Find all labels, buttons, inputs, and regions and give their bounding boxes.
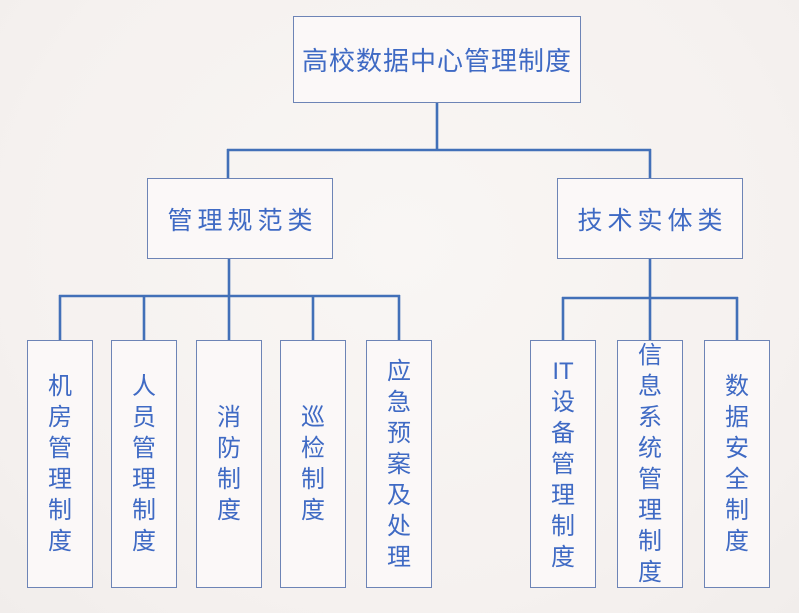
node-group-management-standards: 管理规范类: [147, 178, 333, 259]
node-root: 高校数据中心管理制度: [293, 16, 581, 103]
node-leaf-data-security: 数据安全制度: [704, 340, 770, 588]
node-leaf-information-system-management: 信息系统管理制度: [617, 340, 683, 588]
node-leaf-emergency-plan: 应急预案及处理: [366, 340, 432, 588]
node-leaf-fire-prevention: 消防制度: [196, 340, 262, 588]
node-leaf-personnel-management: 人员管理制度: [111, 340, 177, 588]
node-group-technical-entities: 技术实体类: [557, 178, 743, 259]
node-leaf-server-room-management: 机房管理制度: [27, 340, 93, 588]
node-leaf-inspection: 巡检制度: [280, 340, 346, 588]
